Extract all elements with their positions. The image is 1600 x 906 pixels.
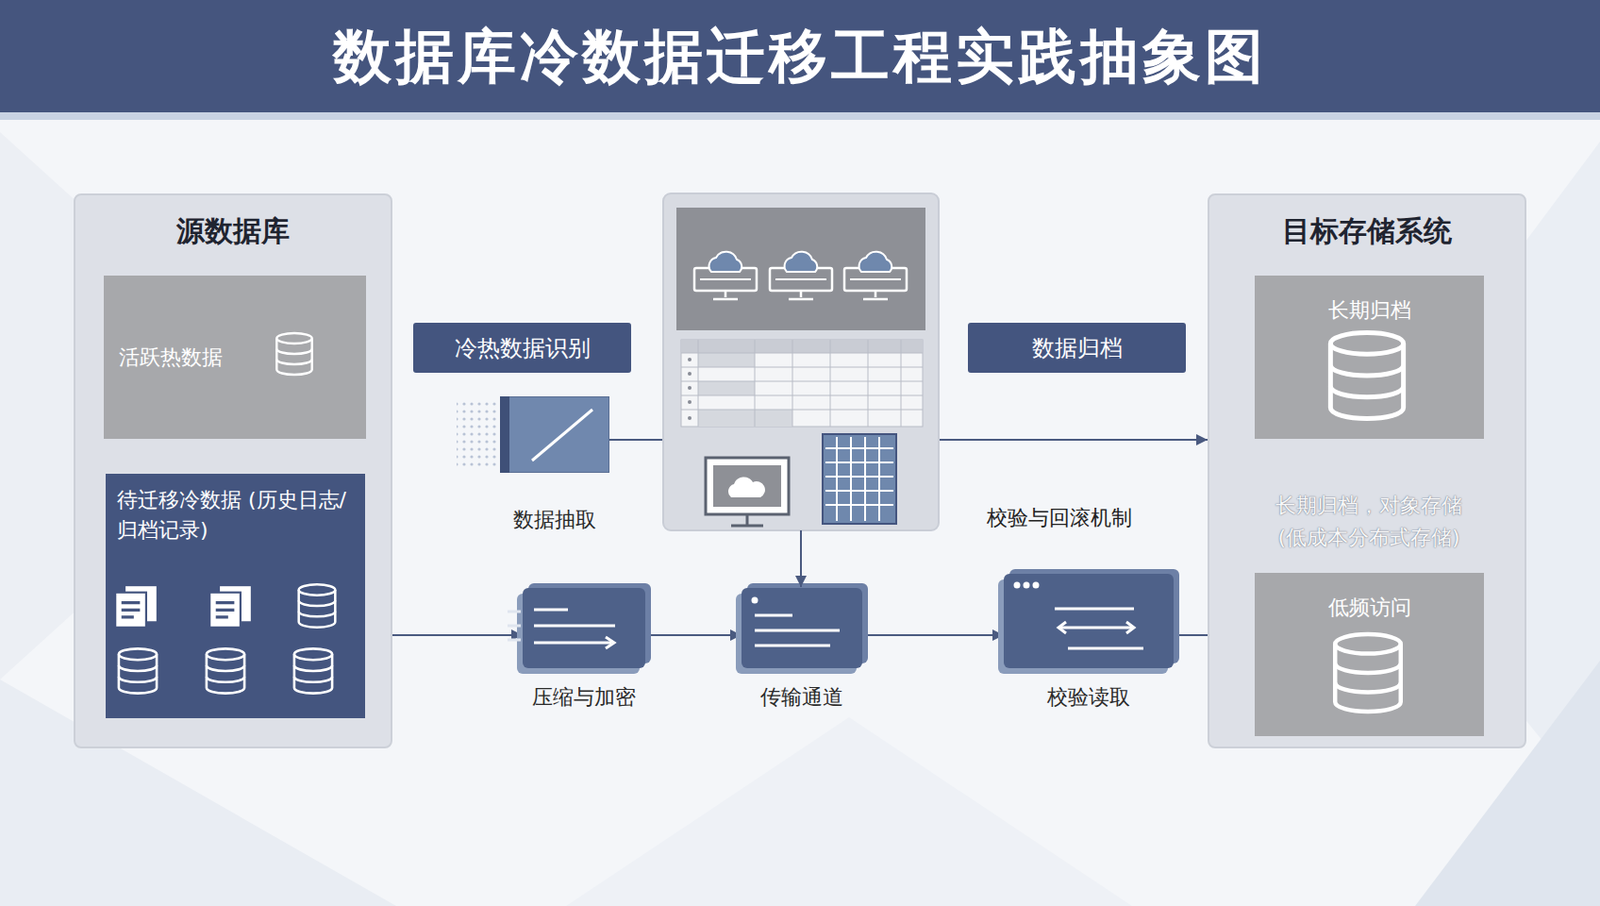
panel-heading: 目标存储系统 [1209, 212, 1525, 251]
storage-box: 长期归档 [1254, 275, 1484, 439]
box-label: 低频访问 [1254, 593, 1484, 622]
background-facet [566, 716, 1133, 906]
target-panel: 目标存储系统长期归档，对象存储 (低成本分布式存储) 长期归档低频访问 [1207, 193, 1527, 749]
title-underline [0, 112, 1600, 120]
cloud-server-icon [844, 251, 907, 300]
grid-icon [822, 433, 897, 524]
database-icon [294, 648, 333, 693]
box-label: 长期归档 [1254, 296, 1484, 325]
icon-stroke [754, 615, 840, 646]
icon-stroke [532, 409, 593, 461]
flow-arrow [609, 438, 1208, 441]
table-header [681, 339, 923, 353]
step-caption: 校验读取 [1047, 683, 1131, 712]
cloud-icon [728, 476, 766, 498]
table-cell [698, 352, 755, 367]
hub-panel [663, 193, 939, 531]
process-box: 传输通道 [741, 587, 863, 668]
icon-stroke [1054, 608, 1144, 649]
document-icon [209, 585, 251, 628]
box-label: 活跃热数据 [118, 343, 223, 372]
data-table [681, 339, 923, 427]
table-cell [698, 381, 755, 396]
icon-stroke [507, 611, 521, 640]
database-icon [118, 648, 157, 693]
source-panel: 源数据库活跃热数据待迁移冷数据 (历史日志/归档记录) [73, 193, 393, 749]
panel-note: 长期归档，对象存储 (低成本分布式存储) [1227, 489, 1511, 554]
icon-dot [752, 598, 757, 602]
annotation-label: 校验与回滚机制 [946, 503, 1173, 533]
grid-lines [825, 436, 894, 521]
tag-label: 数据归档 [1032, 333, 1123, 364]
icon-stroke [1058, 621, 1134, 634]
box-label: 待迁移冷数据 (历史日志/归档记录) [116, 484, 354, 546]
icon-stroke [533, 609, 616, 643]
icon-stroke [605, 636, 615, 649]
step-caption: 压缩与加密 [532, 683, 636, 712]
step-tag: 数据归档 [967, 322, 1186, 373]
flow-arrow [645, 633, 742, 636]
verify-icon [1015, 583, 1144, 649]
archive-database-icon [1330, 333, 1403, 419]
cloud-server-icon [769, 251, 833, 300]
monitor-icon [705, 457, 789, 515]
processing-hub [663, 193, 939, 531]
step-caption: 传输通道 [760, 683, 844, 712]
step-tag: 冷热数据识别 [413, 322, 632, 373]
compress-icon [507, 609, 616, 649]
flow-arrow [862, 633, 1004, 636]
database-icon [299, 583, 336, 627]
process-box: 压缩与加密 [522, 587, 646, 668]
database-icon [206, 648, 245, 693]
database-icon [276, 333, 312, 375]
panel-heading: 源数据库 [75, 212, 391, 251]
diagram-title: 数据库冷数据迁移工程实践抽象图 [333, 16, 1267, 97]
channel-icon [752, 598, 840, 646]
storage-database-icon [1334, 633, 1401, 712]
hot-data-box: 活跃热数据 [103, 275, 367, 439]
table-grid [681, 339, 923, 427]
tag-label: 冷热数据识别 [454, 333, 591, 364]
flow-arrow [800, 530, 802, 587]
dot-pattern [456, 400, 500, 470]
icon-dot [1015, 583, 1019, 587]
storage-box: 低频访问 [1254, 572, 1484, 736]
extraction-icon [456, 396, 593, 473]
monitor-screen [713, 465, 782, 507]
row-markers [687, 357, 692, 420]
process-box: 校验读取 [1003, 573, 1174, 668]
cloud-server-icon [694, 251, 757, 300]
process-box: 数据抽取 [500, 396, 610, 473]
icon-edge [500, 396, 510, 473]
monitor-stand [731, 514, 764, 526]
icon-dot [1024, 583, 1029, 587]
document-icon [115, 585, 157, 628]
server-area [676, 207, 926, 331]
cold-data-box: 待迁移冷数据 (历史日志/归档记录) [105, 473, 366, 718]
step-caption: 数据抽取 [513, 505, 597, 534]
table-cell [698, 409, 793, 427]
title-band: 数据库冷数据迁移工程实践抽象图 [0, 0, 1600, 113]
icon-dot [1033, 583, 1038, 587]
